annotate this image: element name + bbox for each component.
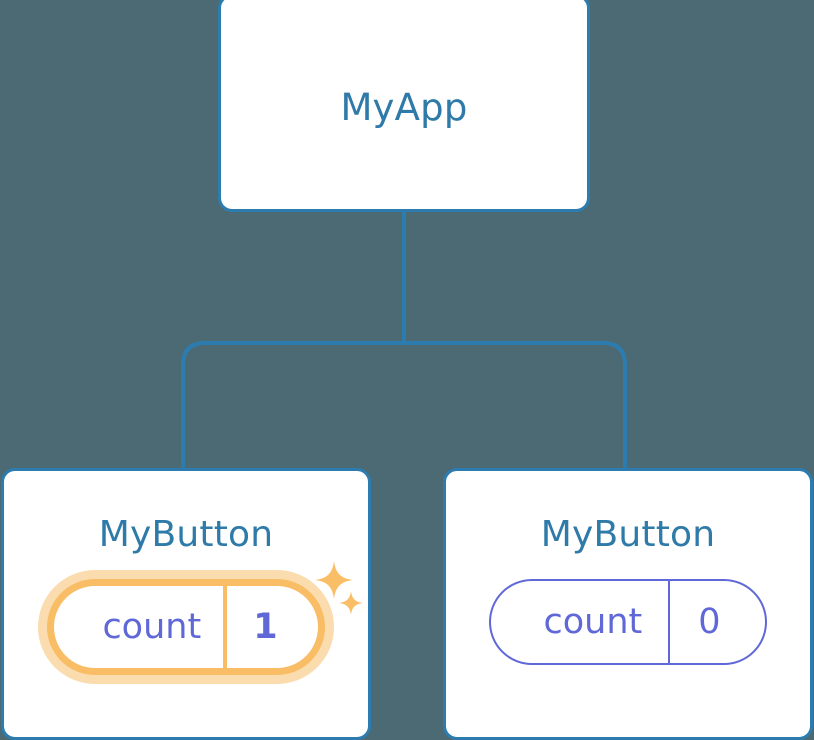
prop-pill-wrapper-1: count 0 bbox=[489, 579, 767, 665]
prop-key-1: count bbox=[543, 601, 643, 642]
node-card-root[interactable]: MyApp bbox=[218, 0, 590, 212]
prop-pill-0[interactable]: count 1 bbox=[47, 579, 325, 675]
node-title-root: MyApp bbox=[340, 85, 468, 129]
node-card-child-1[interactable]: MyButton count 0 bbox=[443, 468, 813, 740]
prop-pill-1[interactable]: count 0 bbox=[489, 579, 767, 665]
node-card-child-0[interactable]: MyButton count 1 bbox=[1, 468, 371, 740]
connector-branch-right bbox=[404, 341, 627, 472]
node-title-child-1: MyButton bbox=[540, 514, 716, 555]
node-title-child-0: MyButton bbox=[98, 514, 274, 555]
sparkle-large-icon bbox=[314, 561, 353, 599]
sparkle-small-icon bbox=[338, 591, 363, 615]
prop-pill-wrapper-0: count 1 bbox=[47, 561, 363, 675]
prop-value-1: 0 bbox=[668, 581, 764, 663]
prop-key-0: count bbox=[102, 606, 202, 647]
connector-branch-left bbox=[181, 341, 404, 472]
prop-value-0: 1 bbox=[223, 586, 317, 668]
